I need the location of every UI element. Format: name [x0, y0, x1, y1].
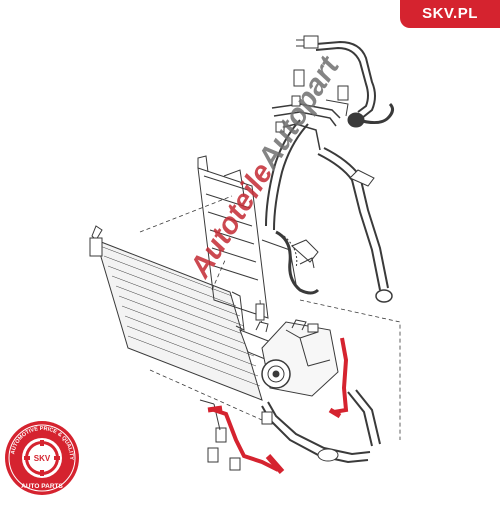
suction-hose	[317, 147, 393, 303]
seal-center-text: SKV	[34, 454, 51, 463]
highlighted-hose	[207, 337, 349, 474]
condenser	[89, 225, 263, 401]
high-pressure-hose	[296, 35, 395, 128]
lower-hoses	[199, 303, 381, 471]
skv-seal-logo: AUTOMOTIVE PRICE & QUALITY SKV AUTO PART…	[5, 421, 79, 495]
coiled-hose	[275, 230, 320, 295]
connector-pipes	[265, 69, 349, 231]
seal-bottom-text: AUTO PARTS	[21, 483, 63, 490]
diagram-linework	[89, 35, 401, 474]
compressor	[261, 319, 339, 397]
brand-tag: SKV.PL	[400, 0, 500, 28]
